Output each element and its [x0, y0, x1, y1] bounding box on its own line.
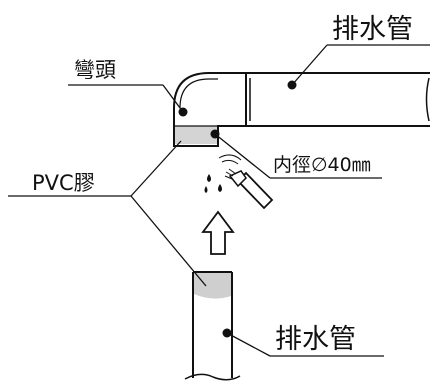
- glue-droplets: [205, 174, 223, 193]
- leader-elbow: [68, 85, 188, 117]
- glue-brush-icon: [219, 155, 272, 208]
- hollow-up-arrow-icon: [203, 212, 233, 254]
- label-pvc-glue: PVC膠: [32, 171, 95, 195]
- leader-pvc-glue: [8, 141, 206, 286]
- label-drain-pipe-top: 排水管: [332, 14, 413, 45]
- vertical-drain-pipe: [185, 272, 240, 380]
- leader-drain-pipe-top: [288, 45, 430, 90]
- label-elbow: 彎頭: [74, 58, 116, 82]
- label-drain-pipe-bottom: 排水管: [275, 324, 356, 355]
- pipe-glue-shade: [194, 273, 231, 299]
- label-inner-diameter: 内徑∅40㎜: [273, 154, 371, 176]
